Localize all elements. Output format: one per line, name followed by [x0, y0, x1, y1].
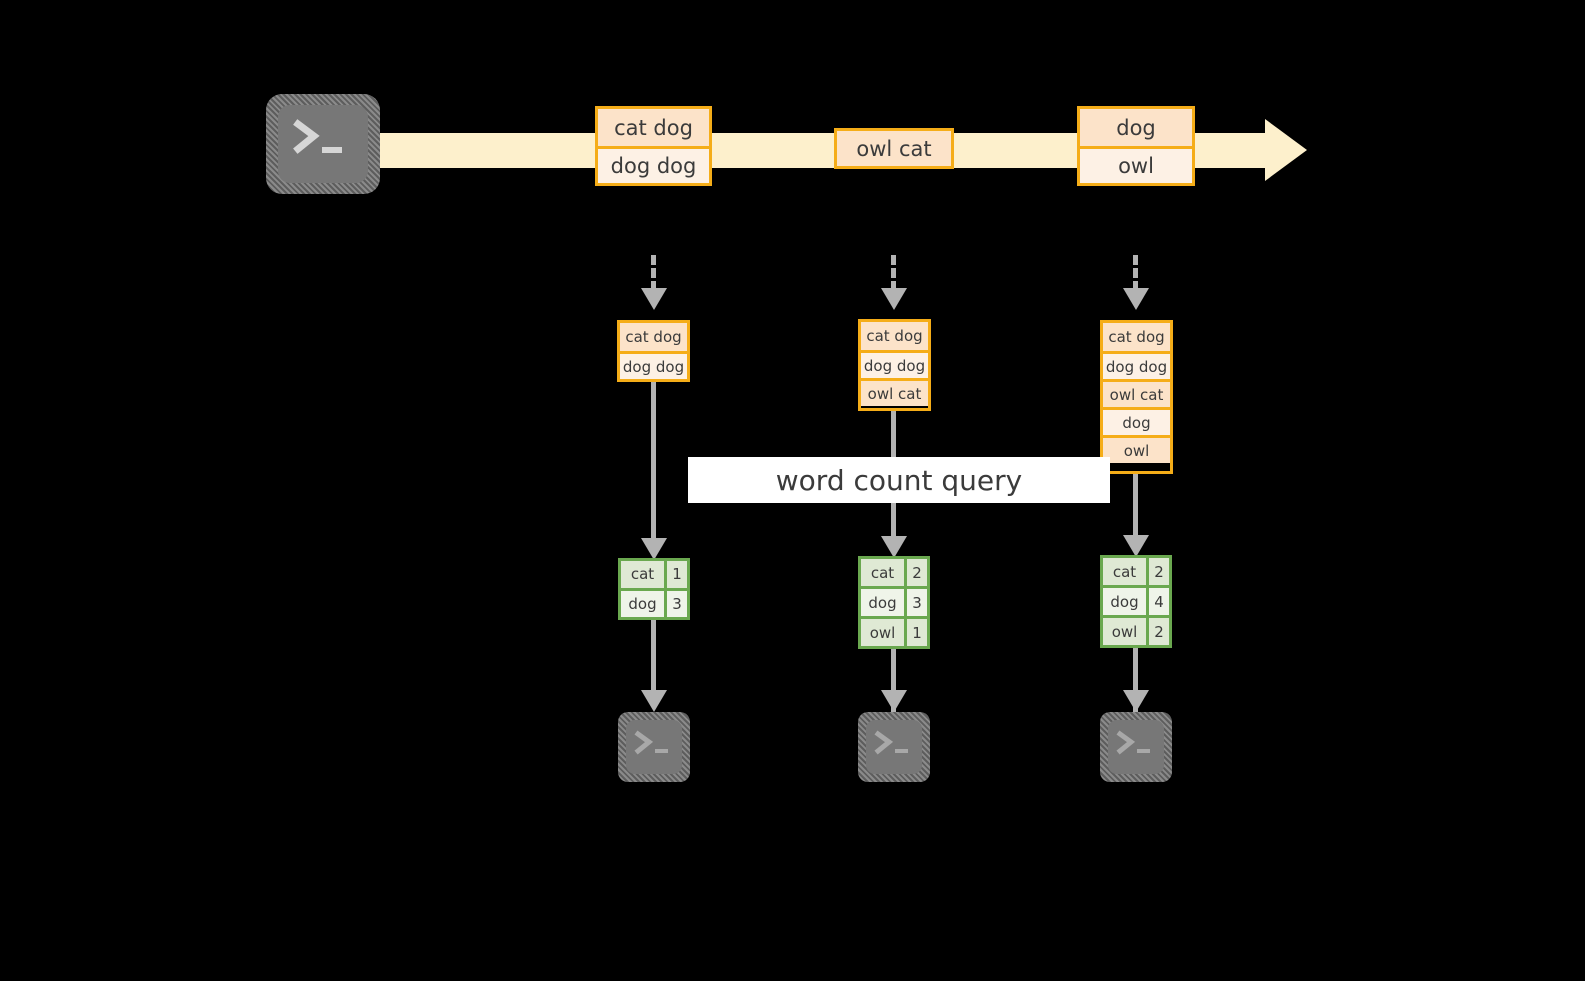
sink-terminal-icon-3: [1100, 712, 1172, 782]
result-to-sink-connector: [651, 620, 656, 693]
source-terminal-icon: [266, 94, 380, 194]
result-word: owl: [1103, 618, 1149, 645]
accumulated-lines-3: cat dog dog dog owl cat dog owl: [1100, 320, 1173, 474]
table-row: cat 1: [621, 561, 687, 588]
result-word: dog: [861, 589, 907, 616]
table-row: dog 4: [1103, 585, 1169, 615]
result-to-sink-arrowhead: [641, 690, 667, 712]
result-word: dog: [1103, 588, 1149, 615]
result-word: dog: [621, 590, 667, 617]
stream-message-batch-3: dog owl: [1077, 106, 1195, 186]
word-count-result-2: cat 2 dog 3 owl 1: [858, 556, 930, 649]
table-row: cat 2: [1103, 558, 1169, 585]
word-count-result-3: cat 2 dog 4 owl 2: [1100, 555, 1172, 648]
table-row: dog dog: [1103, 351, 1170, 379]
result-count: 1: [907, 619, 927, 646]
stream-message-batch-1: cat dog dog dog: [595, 106, 712, 186]
table-row: owl: [1103, 435, 1170, 463]
result-count: 4: [1149, 588, 1169, 615]
table-to-result-arrowhead: [1123, 535, 1149, 557]
table-row: cat dog: [1103, 323, 1170, 351]
result-word: cat: [861, 559, 907, 586]
table-row: cat dog: [620, 323, 687, 351]
result-to-sink-connector: [891, 649, 896, 715]
table-row: cat dog: [861, 322, 928, 350]
table-row: owl cat: [861, 378, 928, 406]
stream-message-line: owl: [1080, 146, 1192, 183]
table-to-result-arrowhead: [641, 538, 667, 560]
result-to-sink-arrowhead: [1123, 690, 1149, 712]
table-row: dog dog: [620, 351, 687, 379]
stream-message-batch-2: owl cat: [834, 128, 954, 169]
table-row: owl 2: [1103, 615, 1169, 645]
stream-to-table-connector: [651, 255, 656, 291]
stream-to-table-arrowhead: [881, 288, 907, 310]
table-row: owl 1: [861, 616, 927, 646]
result-count: 2: [1149, 618, 1169, 645]
stream-to-table-arrowhead: [641, 288, 667, 310]
word-count-result-1: cat 1 dog 3: [618, 558, 690, 620]
table-row: dog 3: [621, 587, 687, 617]
sink-terminal-icon-2: [858, 712, 930, 782]
table-row: dog: [1103, 407, 1170, 435]
table-to-result-arrowhead: [881, 536, 907, 558]
result-count: 2: [907, 559, 927, 586]
stream-message-line: owl cat: [837, 131, 951, 166]
stream-to-table-connector: [1133, 255, 1138, 291]
stream-message-line: dog: [1080, 109, 1192, 146]
result-count: 3: [667, 590, 687, 617]
table-row: owl cat: [1103, 379, 1170, 407]
accumulated-lines-1: cat dog dog dog: [617, 320, 690, 382]
result-to-sink-connector: [1133, 648, 1138, 715]
table-row: cat 2: [861, 559, 927, 586]
result-word: cat: [621, 561, 667, 588]
table-to-result-connector: [651, 382, 656, 542]
query-label: word count query: [688, 457, 1110, 503]
accumulated-lines-2: cat dog dog dog owl cat: [858, 319, 931, 411]
result-to-sink-arrowhead: [881, 690, 907, 712]
result-word: cat: [1103, 558, 1149, 585]
stream-to-table-connector: [891, 255, 896, 291]
arrow-right-icon: [1265, 119, 1307, 181]
table-to-result-connector: [1133, 474, 1138, 538]
stream-message-line: dog dog: [598, 146, 709, 183]
stream-to-table-arrowhead: [1123, 288, 1149, 310]
table-row: dog dog: [861, 350, 928, 378]
sink-terminal-icon-1: [618, 712, 690, 782]
result-word: owl: [861, 619, 907, 646]
stream-message-line: cat dog: [598, 109, 709, 146]
result-count: 3: [907, 589, 927, 616]
result-count: 2: [1149, 558, 1169, 585]
table-row: dog 3: [861, 586, 927, 616]
result-count: 1: [667, 561, 687, 588]
